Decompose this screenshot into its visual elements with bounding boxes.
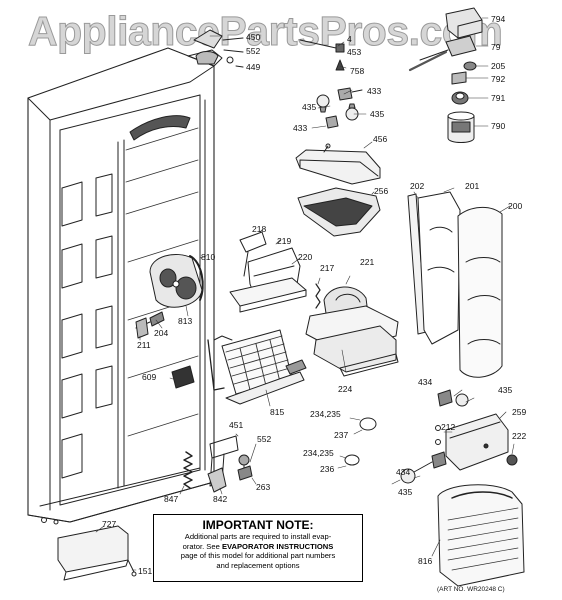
note-line: Additional parts are required to install… bbox=[184, 532, 332, 541]
part-label: 451 bbox=[229, 420, 244, 430]
part-label: 842 bbox=[213, 494, 228, 504]
part-label: 758 bbox=[350, 66, 365, 76]
part-label: 205 bbox=[491, 61, 506, 71]
part-label: 813 bbox=[178, 316, 193, 326]
important-note-box: IMPORTANT NOTE: Additional parts are req… bbox=[153, 514, 363, 582]
part-label: 220 bbox=[298, 252, 313, 262]
note-line: orator. See EVAPORATOR INSTRUCTIONS bbox=[154, 542, 362, 552]
refrigerator-cabinet bbox=[27, 47, 223, 525]
part-label: 792 bbox=[491, 74, 506, 84]
hinge-parts bbox=[193, 29, 244, 68]
part-label: 727 bbox=[102, 519, 117, 529]
part-label: 435 bbox=[370, 109, 385, 119]
lower-hardware bbox=[183, 435, 253, 493]
part-label: 222 bbox=[512, 431, 527, 441]
part-label: 221 bbox=[360, 257, 375, 267]
light-socket-parts bbox=[299, 39, 363, 129]
part-label: 212 bbox=[441, 422, 456, 432]
part-label: 200 bbox=[508, 201, 523, 211]
part-label: 810 bbox=[201, 252, 216, 262]
part-label: 237 bbox=[334, 430, 349, 440]
part-label: 453 bbox=[347, 47, 362, 57]
part-label: 234,235 bbox=[310, 409, 341, 419]
evaporator-instructions-ref: EVAPORATOR INSTRUCTIONS bbox=[221, 541, 334, 551]
art-number: (ART NO. WR20248 C) bbox=[437, 586, 505, 593]
part-label: 204 bbox=[154, 328, 169, 338]
part-label: 224 bbox=[338, 384, 353, 394]
part-label: 435 bbox=[302, 102, 317, 112]
part-label: 790 bbox=[491, 121, 506, 131]
part-label: 211 bbox=[137, 340, 151, 350]
part-label: 552 bbox=[246, 46, 261, 56]
site-watermark: AppliancePartsPros.com bbox=[28, 8, 504, 55]
part-label: 435 bbox=[498, 385, 513, 395]
dispenser-control-parts bbox=[408, 7, 483, 143]
note-line: page of this model for additional part n… bbox=[180, 551, 336, 561]
part-label: 151 bbox=[138, 566, 153, 576]
part-label: 815 bbox=[270, 407, 285, 417]
part-label: 256 bbox=[374, 186, 389, 196]
part-label: 609 bbox=[142, 372, 157, 382]
part-label: 816 bbox=[418, 556, 433, 566]
part-label: 201 bbox=[465, 181, 480, 191]
part-label: 449 bbox=[246, 62, 261, 72]
part-label: 434 bbox=[396, 467, 411, 477]
part-label: 236 bbox=[320, 464, 335, 474]
dispenser-lever-parts bbox=[229, 231, 399, 377]
part-label: 263 bbox=[256, 482, 271, 492]
part-label: 79 bbox=[491, 42, 501, 52]
part-label: 218 bbox=[252, 224, 267, 234]
part-label: 450 bbox=[246, 32, 261, 42]
part-label: 433 bbox=[367, 86, 382, 96]
part-label: 435 bbox=[398, 487, 413, 497]
fan-assembly bbox=[135, 254, 204, 389]
part-label: 219 bbox=[277, 236, 292, 246]
leader-lines bbox=[95, 17, 515, 571]
part-label: 259 bbox=[512, 407, 527, 417]
note-line-text: orator. See bbox=[182, 541, 222, 551]
part-label: 794 bbox=[491, 14, 506, 24]
part-label: 234,235 bbox=[303, 448, 334, 458]
part-label: 791 bbox=[491, 93, 506, 103]
part-label: 202 bbox=[410, 181, 425, 191]
part-label: 4 bbox=[347, 34, 352, 44]
part-label: 456 bbox=[373, 134, 388, 144]
light-cover-parts bbox=[344, 389, 525, 587]
part-label: 433 bbox=[293, 123, 308, 133]
dispenser-panels bbox=[407, 191, 503, 378]
part-label: 217 bbox=[320, 263, 335, 273]
note-line: and replacement options bbox=[216, 560, 300, 570]
duct-and-shelf bbox=[295, 143, 381, 237]
part-label: 847 bbox=[164, 494, 179, 504]
part-label: 552 bbox=[257, 434, 272, 444]
part-label: 434 bbox=[418, 377, 433, 387]
kick-plate bbox=[57, 525, 137, 581]
evaporator-assembly bbox=[207, 329, 307, 405]
note-title: IMPORTANT NOTE: bbox=[202, 518, 314, 532]
